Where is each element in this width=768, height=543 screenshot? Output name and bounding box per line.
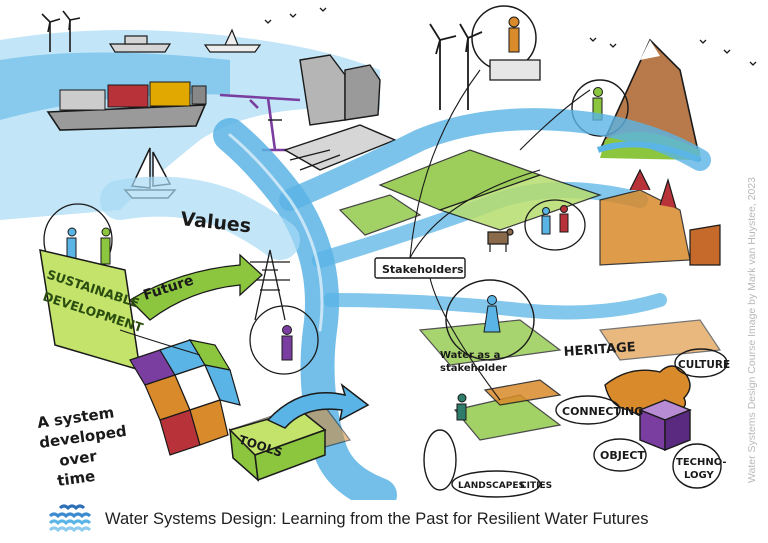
cube-icon [638, 399, 692, 452]
label-technology-2: LOGY [684, 470, 715, 481]
label-culture: CULTURE [678, 359, 730, 371]
cow-icon [487, 228, 514, 252]
label-stakeholders: Stakeholders [382, 263, 464, 276]
person-icon [541, 205, 569, 235]
image-credit: Water Systems Design Course Image by Mar… [746, 177, 758, 483]
label-water-stakeholder-2: stakeholder [440, 363, 507, 374]
crane-icon [219, 93, 301, 152]
label-heritage: HERITAGE [563, 340, 636, 360]
label-connecting: CONNECTING [562, 405, 643, 418]
label-system-4: time [56, 467, 96, 490]
water-waves-logo-icon [48, 504, 92, 533]
person-icon [592, 87, 603, 121]
person-icon [508, 16, 520, 53]
pylon-icon [250, 249, 290, 321]
label-cities: CITIES [520, 481, 552, 491]
label-system-3: over [58, 447, 98, 470]
footer: Water Systems Design: Learning from the … [0, 496, 768, 543]
label-water-stakeholder-1: Water as a [440, 350, 500, 361]
wind-turbine-icon [41, 10, 81, 52]
ship-icon [46, 81, 207, 131]
ship-icon [108, 35, 172, 53]
label-landscapes: LANDSCAPES [458, 481, 525, 491]
water-systems-illustration: Values Future SUSTAINABLE DEVELOPMENT St… [0, 5, 757, 500]
person-icon [456, 393, 467, 421]
footer-title: Water Systems Design: Learning from the … [105, 510, 649, 528]
wind-turbine-icon [429, 23, 483, 110]
label-technology-1: TECHNO- [676, 457, 727, 468]
label-object: OBJECT [600, 449, 645, 462]
person-icon [281, 325, 293, 361]
person-icon [483, 295, 501, 333]
